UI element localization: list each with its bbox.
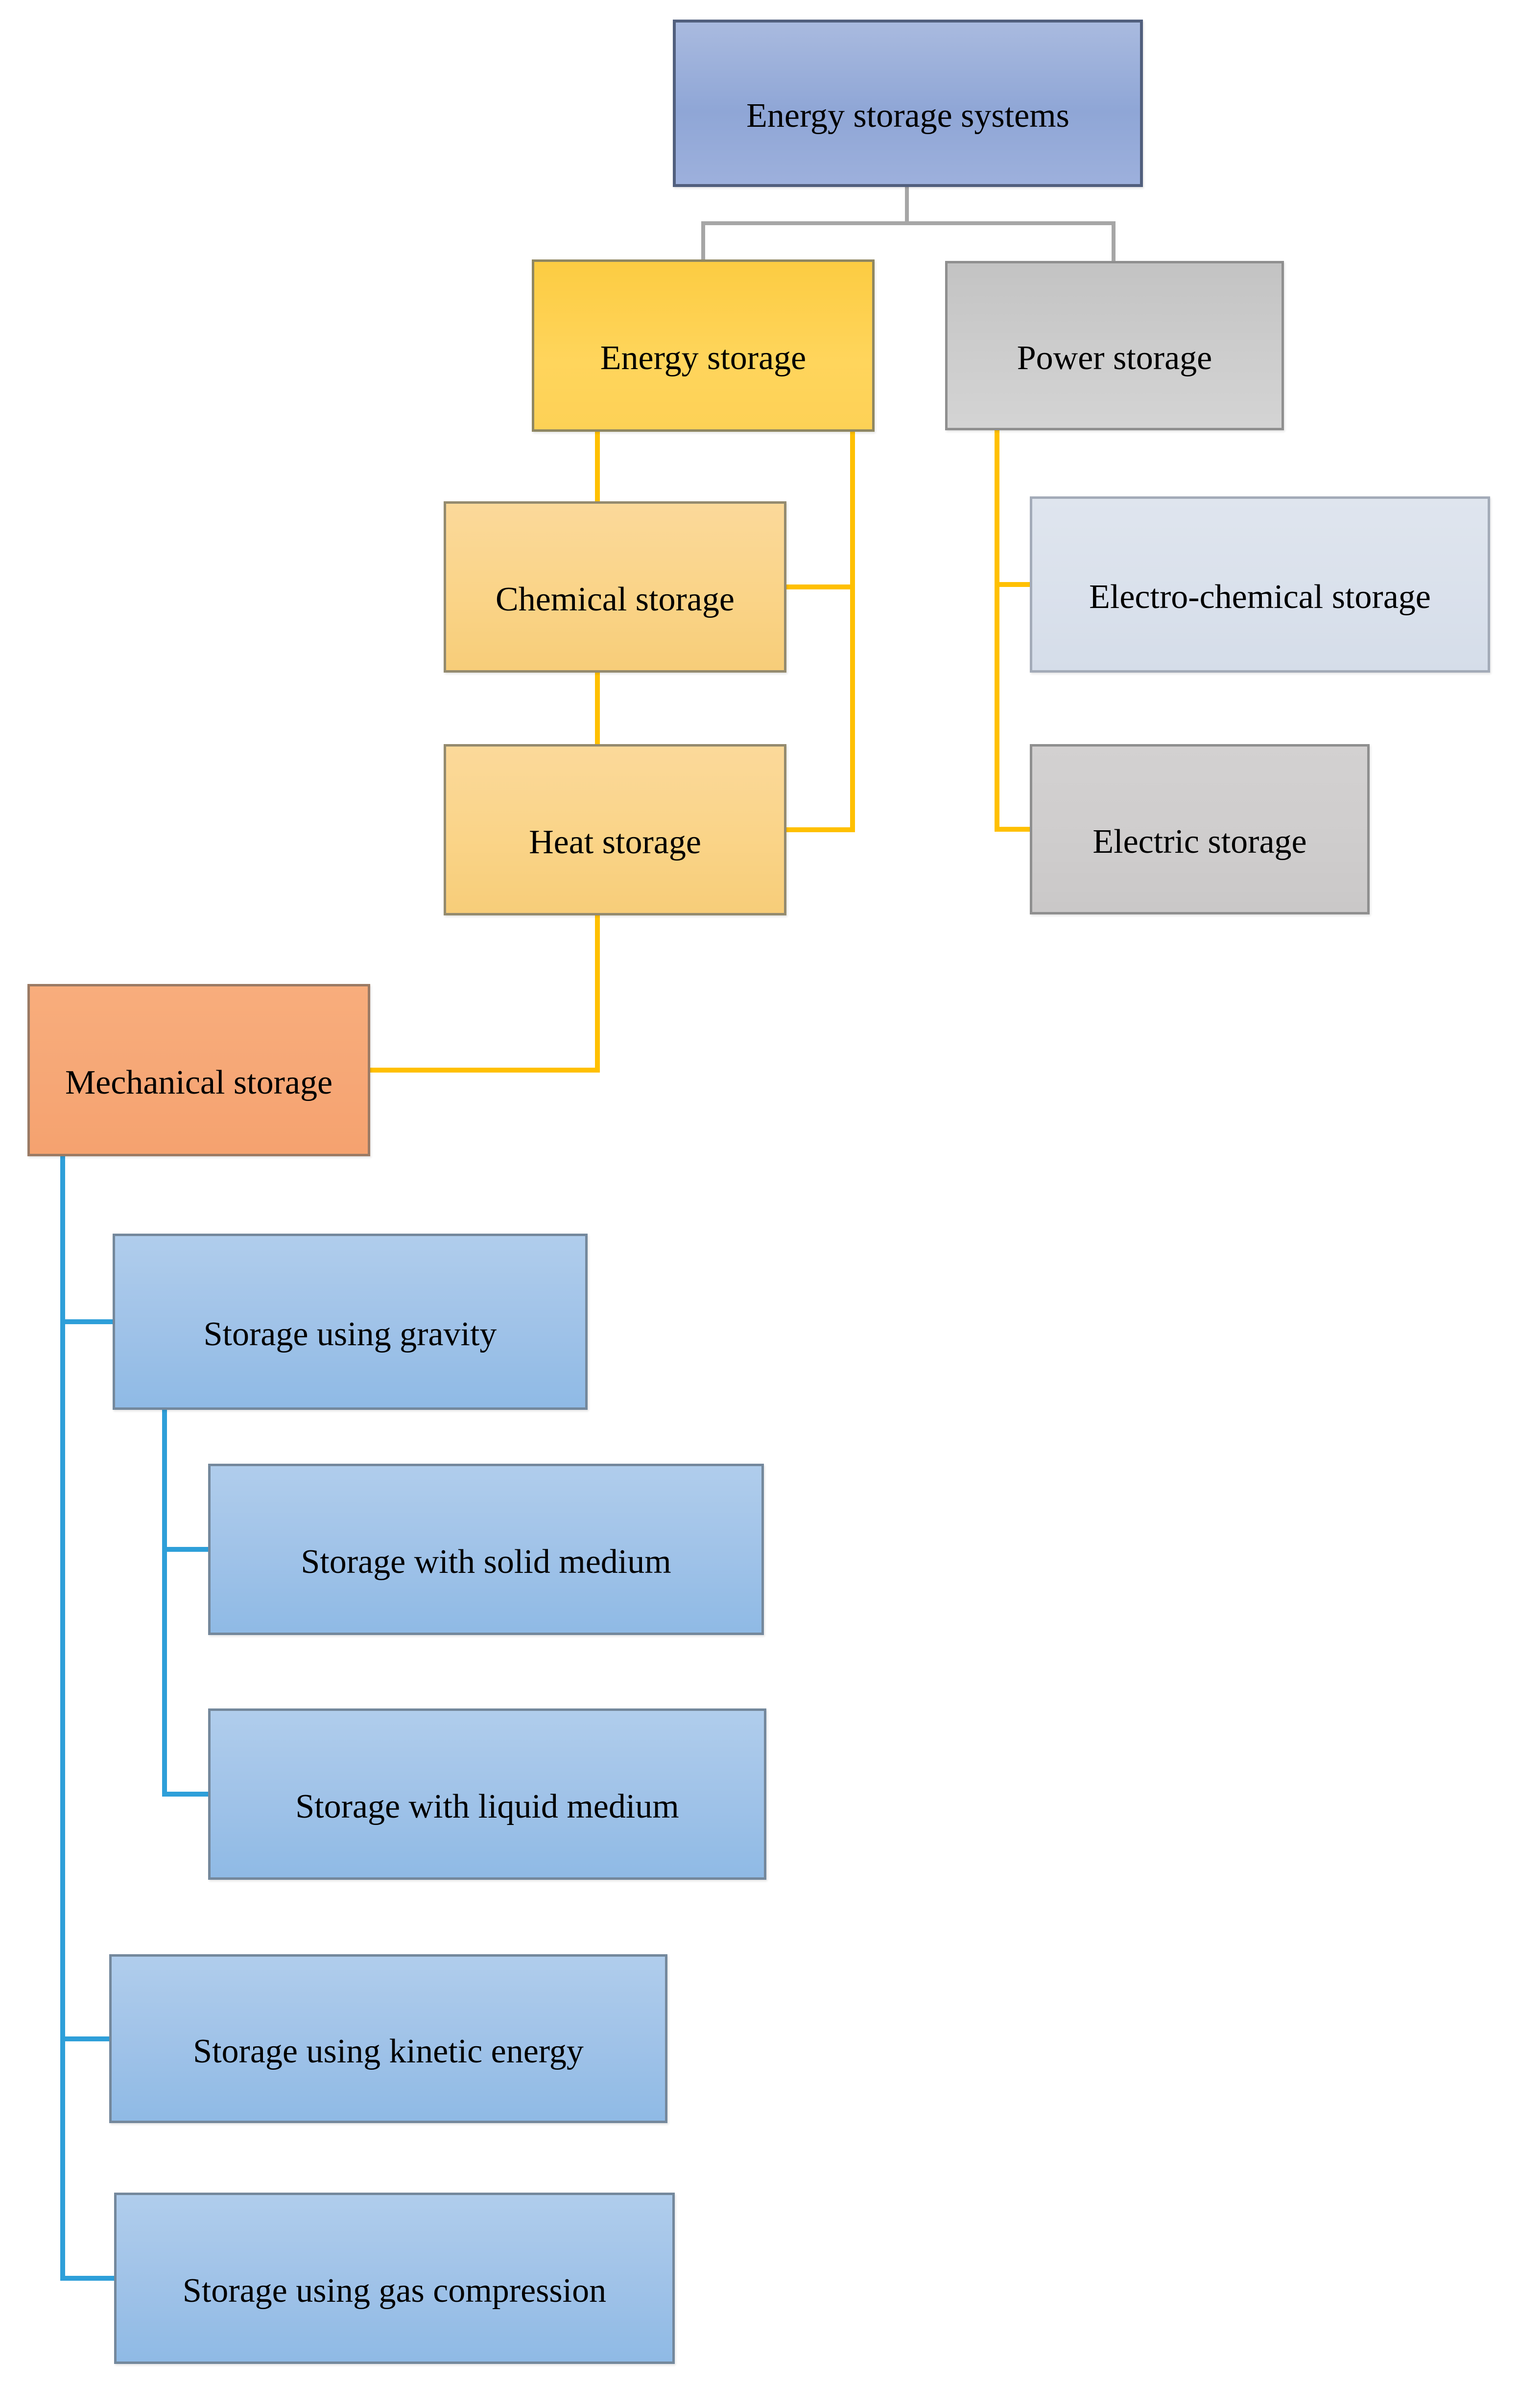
connector-trunk-to-chemical-stub xyxy=(786,584,855,589)
node-label-electric-storage: Electric storage xyxy=(1092,823,1307,861)
node-chemical-storage: Chemical storage xyxy=(444,501,786,673)
node-label-storage-using-gas-compression: Storage using gas compression xyxy=(182,2272,607,2310)
connector-to-power-vertical xyxy=(1112,221,1116,263)
connector-to-energy-vertical xyxy=(701,221,705,261)
connector-energy-right-trunk-vertical xyxy=(850,432,855,832)
connector-trunk-to-heat-stub xyxy=(786,827,855,832)
node-storage-using-gas-compression: Storage using gas compression xyxy=(114,2193,675,2364)
connector-mechanical-trunk-vertical xyxy=(60,1156,65,2281)
node-heat-storage: Heat storage xyxy=(444,744,786,915)
node-electric-storage: Electric storage xyxy=(1030,744,1370,914)
node-label-storage-using-gravity: Storage using gravity xyxy=(203,1315,497,1354)
connector-gravity-trunk-vertical xyxy=(162,1410,167,1797)
connector-trunk-to-kinetic-stub xyxy=(60,2036,114,2041)
node-power-storage: Power storage xyxy=(945,261,1284,430)
connector-trunk-to-gas-stub xyxy=(60,2276,119,2281)
connector-gravity-to-liquid-stub xyxy=(162,1792,213,1797)
connector-root-split-horizontal xyxy=(701,221,1116,225)
node-label-heat-storage: Heat storage xyxy=(529,823,701,862)
node-label-storage-with-liquid-medium: Storage with liquid medium xyxy=(295,1788,679,1826)
node-label-energy-storage-systems: Energy storage systems xyxy=(746,97,1069,135)
node-label-power-storage: Power storage xyxy=(1017,339,1212,377)
node-electro-chemical-storage: Electro-chemical storage xyxy=(1030,496,1490,673)
connector-power-trunk-vertical xyxy=(995,430,999,832)
node-label-chemical-storage: Chemical storage xyxy=(496,581,735,619)
node-label-storage-with-solid-medium: Storage with solid medium xyxy=(301,1543,671,1581)
node-label-electro-chemical-storage: Electro-chemical storage xyxy=(1089,578,1431,616)
connector-power-to-electrochemical-stub xyxy=(995,582,1030,587)
node-energy-storage: Energy storage xyxy=(532,259,875,432)
connector-gravity-to-solid-stub xyxy=(162,1547,213,1552)
node-storage-with-liquid-medium: Storage with liquid medium xyxy=(208,1708,766,1880)
node-storage-using-kinetic-energy: Storage using kinetic energy xyxy=(109,1954,667,2123)
node-storage-using-gravity: Storage using gravity xyxy=(113,1234,588,1410)
node-label-mechanical-storage: Mechanical storage xyxy=(65,1064,333,1102)
connector-heat-to-mechanical-vertical xyxy=(595,915,600,1073)
connector-power-to-electric-stub xyxy=(995,827,1030,832)
connector-heat-to-mechanical-horizontal xyxy=(370,1068,600,1073)
connector-root-down-vertical xyxy=(905,187,909,223)
connector-trunk-to-gravity-stub xyxy=(60,1319,118,1324)
node-mechanical-storage: Mechanical storage xyxy=(27,984,370,1156)
node-storage-with-solid-medium: Storage with solid medium xyxy=(208,1464,764,1635)
node-label-storage-using-kinetic-energy: Storage using kinetic energy xyxy=(193,2032,584,2070)
node-label-energy-storage: Energy storage xyxy=(600,339,807,377)
connector-chemical-to-heat-vertical xyxy=(595,673,600,744)
node-energy-storage-systems: Energy storage systems xyxy=(673,20,1143,187)
connector-energy-to-chemical-vertical xyxy=(595,432,600,501)
